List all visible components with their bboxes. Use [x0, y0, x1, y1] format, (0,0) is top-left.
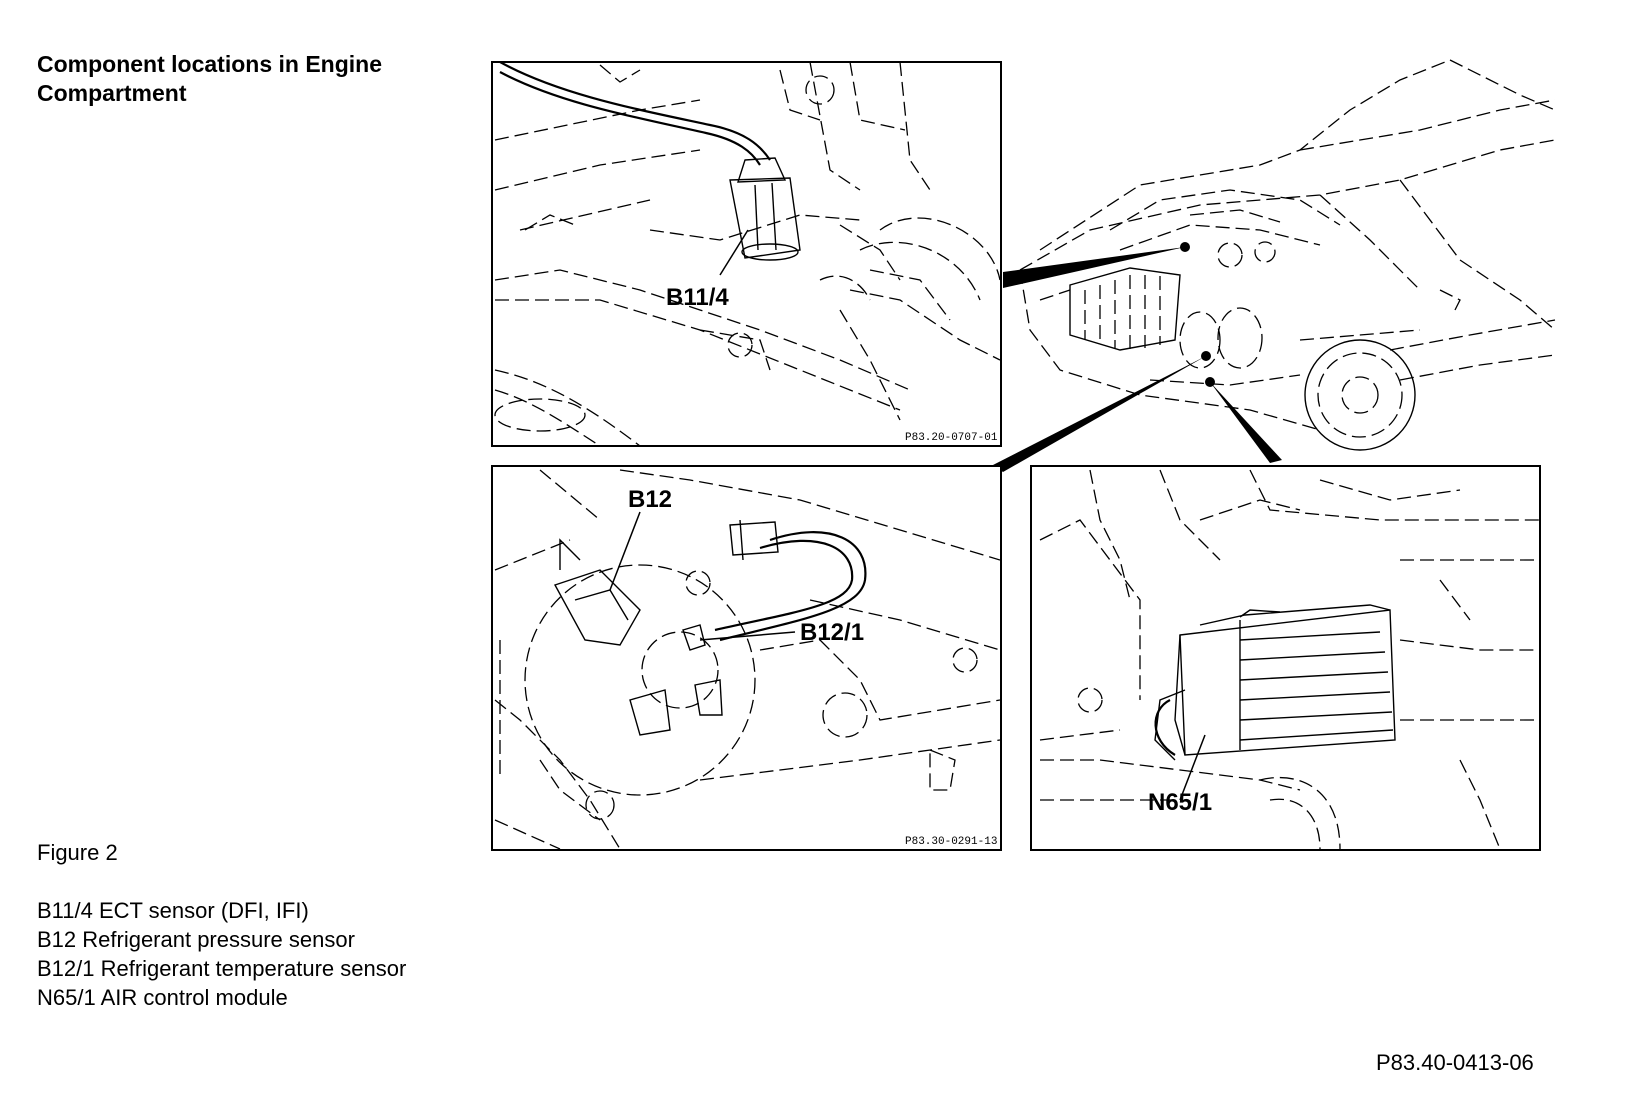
panel-b12: B12 B12/1 P83.30-0291-13 [491, 465, 1002, 851]
reference-code: P83.40-0413-06 [1376, 1050, 1534, 1075]
legend-item-b11-4: B11/4 ECT sensor (DFI, IFI) [37, 898, 309, 923]
legend-item-b12-1: B12/1 Refrigerant temperature sensor [37, 956, 407, 981]
panel-b11-4: B11/4 P83.20-0707-01 [491, 61, 1002, 447]
legend: B11/4 ECT sensor (DFI, IFI) B12 Refriger… [37, 896, 417, 1012]
callout-b12-1: B12/1 [800, 619, 864, 646]
callout-n65-1: N65/1 [1148, 789, 1212, 816]
panel-code-top-left: P83.20-0707-01 [905, 432, 998, 444]
panel-code-bottom-left: P83.30-0291-13 [905, 836, 997, 848]
legend-item-n65-1: N65/1 AIR control module [37, 985, 288, 1010]
legend-item-b12: B12 Refrigerant pressure sensor [37, 927, 355, 952]
car-overview [993, 59, 1556, 472]
panel-n65-1: N65/1 [1030, 465, 1541, 851]
page-title: Component locations in Engine Compartmen… [37, 51, 382, 106]
callout-b12: B12 [628, 486, 672, 513]
figure-label: Figure 2 [37, 840, 118, 865]
callout-b11-4: B11/4 [666, 284, 729, 311]
